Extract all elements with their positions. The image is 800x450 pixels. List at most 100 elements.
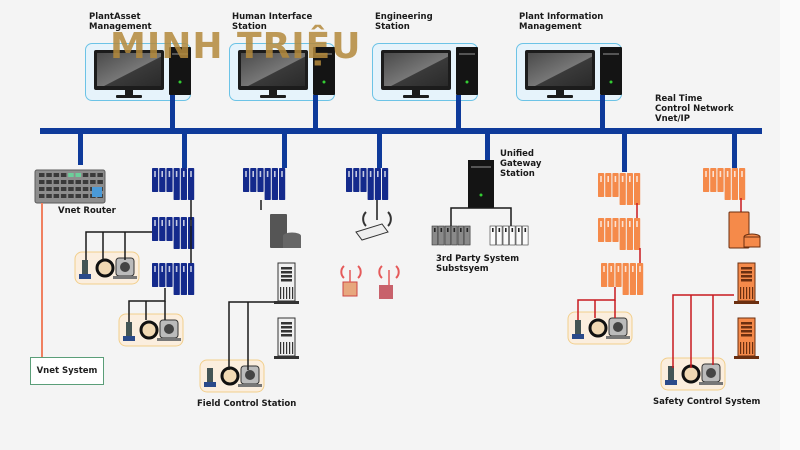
io-module — [605, 173, 612, 197]
router-port — [39, 194, 45, 198]
computer-icon — [525, 47, 622, 98]
io-module — [188, 168, 195, 200]
pump-impeller — [245, 370, 255, 380]
server-tower-icon — [274, 317, 299, 359]
module-slot — [603, 266, 605, 272]
tank-body — [342, 281, 358, 297]
drive-bay — [741, 334, 752, 337]
drive-bay — [281, 330, 292, 333]
pressure-gauge-icon — [220, 366, 240, 386]
module-slot — [168, 220, 171, 226]
router-port — [75, 180, 81, 184]
io-module — [601, 263, 608, 287]
third-party-io-gray — [431, 225, 471, 246]
router-port — [82, 173, 89, 177]
io-module — [608, 263, 615, 287]
field-device-group — [660, 357, 726, 391]
io-module-icon — [444, 225, 451, 246]
module-slot — [175, 171, 178, 177]
server-tower-icon — [468, 160, 494, 208]
module-slot — [252, 171, 254, 177]
io-module — [634, 218, 641, 250]
io-module — [731, 168, 738, 200]
wireless-wave — [340, 265, 362, 279]
module-slot — [377, 171, 379, 177]
io-module — [346, 168, 353, 192]
module-slot — [705, 171, 707, 177]
bus-drop — [282, 133, 287, 168]
module-slot — [245, 171, 247, 177]
io-module — [367, 168, 374, 200]
io-module — [374, 168, 381, 200]
module-slot — [636, 176, 638, 182]
tower-foot — [274, 301, 299, 304]
vent — [286, 287, 288, 299]
pc-power-led — [322, 80, 326, 84]
io-module — [180, 217, 187, 249]
wireless-tank-sensor-icon — [340, 265, 362, 297]
module-slot — [154, 171, 156, 177]
field-wire — [85, 231, 152, 260]
vent — [743, 342, 745, 354]
sql-database-icon — [728, 211, 761, 249]
pc-power-led — [465, 80, 469, 84]
monitor-screen — [528, 53, 592, 86]
router-port — [60, 180, 67, 184]
workstation-drop — [456, 95, 461, 129]
io-module — [159, 168, 166, 192]
tower-foot — [274, 356, 299, 359]
io-module — [598, 173, 605, 197]
module-slot — [636, 221, 638, 227]
server-tower-icon — [274, 262, 299, 304]
wireless-wave — [387, 211, 392, 227]
tower-foot — [734, 356, 759, 359]
pump-impeller — [706, 368, 716, 378]
module-slot — [518, 228, 520, 232]
io-module — [622, 263, 629, 295]
field-device-group — [199, 359, 265, 393]
module-slot — [726, 171, 729, 177]
module-slot — [621, 176, 624, 182]
computer-icon — [238, 47, 335, 98]
pc-drive-bay — [172, 53, 188, 55]
module-slot — [629, 176, 631, 182]
drive-bay — [281, 271, 292, 274]
io-module — [710, 168, 717, 192]
valve-base — [204, 382, 216, 387]
pump-impeller — [120, 262, 130, 272]
bus-drop — [732, 133, 737, 168]
module-slot — [614, 176, 617, 182]
module-slot — [719, 171, 722, 177]
router-port — [39, 180, 45, 184]
pc-tower — [313, 47, 335, 95]
sql-database-icon — [270, 214, 301, 248]
io-module — [382, 168, 389, 200]
io-module — [166, 168, 173, 192]
io-module-icon — [515, 225, 522, 246]
io-module — [180, 263, 187, 295]
monitor-screen — [97, 53, 161, 86]
wireless-gateway-icon — [355, 211, 392, 241]
io-module — [703, 168, 710, 192]
pressure-gauge-icon — [139, 320, 159, 340]
module-slot — [447, 228, 449, 232]
router-port — [53, 187, 60, 191]
io-module-icon — [451, 225, 458, 246]
pc-tower — [600, 47, 622, 95]
io-module — [257, 168, 264, 192]
monitor-screen — [384, 53, 448, 86]
wireless-wave — [378, 265, 400, 279]
module-slot — [607, 176, 609, 182]
label-pim: Plant Information Management — [519, 12, 604, 32]
io-module — [243, 168, 250, 192]
module-slot — [168, 171, 171, 177]
module-slot — [629, 221, 631, 227]
router-port — [75, 173, 81, 177]
io-module — [360, 168, 367, 192]
io-module-icon — [522, 225, 529, 246]
io-module — [612, 218, 619, 242]
module-slot — [175, 266, 178, 272]
router-port — [75, 187, 81, 191]
io-module — [634, 173, 641, 205]
